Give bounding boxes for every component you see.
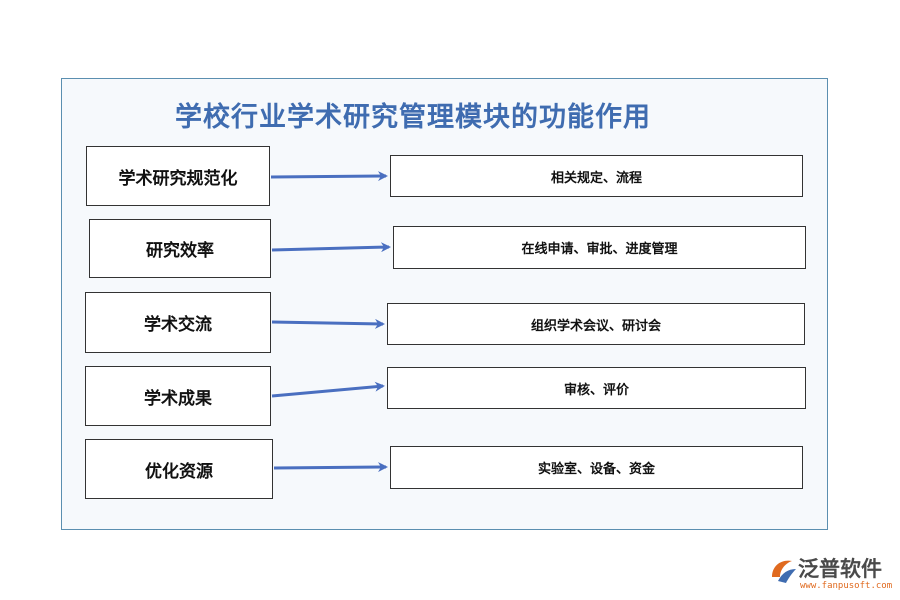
right-box-3: 组织学术会议、研讨会 (387, 303, 805, 345)
right-box-5: 实验室、设备、资金 (390, 446, 803, 489)
logo-url: www.fanpusoft.com (800, 581, 893, 591)
left-box-4: 学术成果 (85, 366, 271, 426)
left-box-5: 优化资源 (85, 439, 273, 499)
diagram-title: 学校行业学术研究管理模块的功能作用 (175, 102, 651, 133)
right-box-4: 审核、评价 (387, 367, 806, 409)
fanpu-logo-icon (772, 560, 796, 583)
logo-name: 泛普软件 (798, 557, 882, 581)
right-box-1: 相关规定、流程 (390, 155, 803, 197)
left-box-2: 研究效率 (89, 219, 271, 278)
left-box-3: 学术交流 (85, 292, 271, 353)
left-box-1: 学术研究规范化 (86, 146, 270, 206)
right-box-2: 在线申请、审批、进度管理 (393, 226, 806, 269)
brand-logo: 泛普软件 www.fanpusoft.com (768, 553, 893, 595)
